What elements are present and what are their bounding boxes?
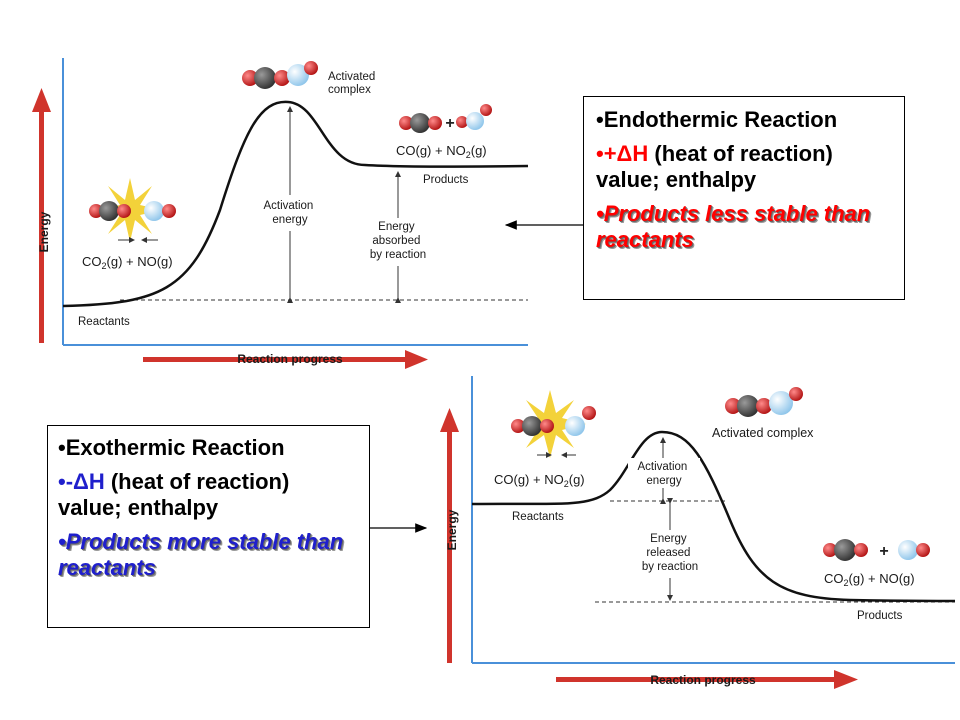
progress-axis-label: Reaction progress <box>650 673 756 687</box>
energy-curve <box>62 100 529 308</box>
exothermic-stability: •Products more stable than reactants <box>58 529 344 580</box>
energy-absorbed-label: Energy absorbed by reaction <box>370 221 426 261</box>
activation-energy-label: Activation energy <box>637 461 690 487</box>
exothermic-title: •Exothermic Reaction <box>58 435 285 460</box>
products-formula: CO(g) + NO2(g) <box>396 143 487 160</box>
progress-axis-arrow <box>143 350 428 369</box>
svg-text:+: + <box>879 543 888 560</box>
activated-complex-molecule <box>725 387 803 417</box>
reactants-label: Reactants <box>512 511 564 523</box>
progress-axis-label: Reaction progress <box>237 352 343 366</box>
reactants-molecules <box>511 390 596 458</box>
energy-released-label: Energy released by reaction <box>642 533 698 573</box>
products-molecules: + <box>823 539 930 561</box>
activated-complex-molecule <box>242 61 318 89</box>
endothermic-stability: •Products less stable than reactants <box>596 201 871 252</box>
activated-complex-label: Activated complex <box>712 426 814 440</box>
endothermic-diagram: Energy Reaction progress Activation ener… <box>32 58 529 369</box>
products-label: Products <box>423 174 469 186</box>
svg-text:+: + <box>445 115 454 132</box>
endothermic-enthalpy-sign: •+ΔH (heat of reaction) value; enthalpy <box>596 141 833 192</box>
activation-energy-label: Activation energy <box>263 200 316 226</box>
products-formula: CO2(g) + NO(g) <box>824 571 915 588</box>
exothermic-info-box: •Exothermic Reaction •-ΔH (heat of react… <box>47 425 370 628</box>
reactants-molecules <box>89 178 176 243</box>
energy-axis-arrow <box>32 88 51 343</box>
endothermic-info-box: •Endothermic Reaction •+ΔH (heat of reac… <box>583 96 905 300</box>
products-label: Products <box>857 610 903 622</box>
exothermic-enthalpy-sign: •-ΔH (heat of reaction) value; enthalpy <box>58 469 290 520</box>
endothermic-title: •Endothermic Reaction <box>596 107 838 132</box>
reactants-formula: CO(g) + NO2(g) <box>494 472 585 489</box>
reactants-label: Reactants <box>78 316 130 328</box>
energy-axis-label: Energy <box>37 211 51 252</box>
products-molecules: + <box>399 104 492 133</box>
exothermic-diagram: Energy Reaction progress Activation ener… <box>440 376 956 689</box>
activated-complex-label: Activated complex <box>328 71 379 96</box>
energy-curve <box>471 430 956 603</box>
energy-axis-arrow <box>440 408 459 663</box>
reactants-formula: CO2(g) + NO(g) <box>82 254 173 271</box>
energy-axis-label: Energy <box>445 509 459 550</box>
progress-axis-arrow <box>556 670 858 689</box>
